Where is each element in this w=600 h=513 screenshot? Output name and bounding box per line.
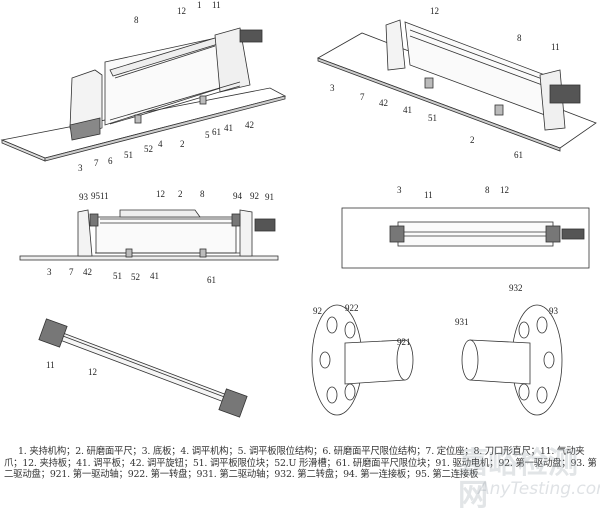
part-label: 1 [197,0,202,10]
part-label: 3 [47,267,52,277]
part-label: 61 [514,150,523,160]
part-label: 11 [46,360,55,370]
watermark-en: AnyTesting.com [478,479,600,499]
part-label: 42 [83,267,92,277]
part-label: 7 [360,92,365,102]
figure-caption: 1. 夹持机构；2. 研磨面平尺；3. 底板；4. 调平机构；5. 调平板限位结… [4,446,597,481]
part-label: 12 [177,6,186,16]
part-label: 8 [200,189,205,199]
part-label: 92 [250,191,259,201]
part-label: 42 [379,98,388,108]
part-label: 5 [205,130,210,140]
part-label: 12 [500,185,509,195]
part-label: 932 [509,283,523,293]
part-label: 91 [265,192,274,202]
part-label: 3 [397,185,402,195]
part-label: 11 [551,42,560,52]
part-label: 921 [397,337,411,347]
part-label: 8 [485,185,490,195]
part-label: 52 [144,144,153,154]
part-label: 931 [455,317,469,327]
part-label: 4 [158,139,163,149]
part-label: 51 [124,150,133,160]
part-label: 41 [403,105,412,115]
part-label: 95 [91,191,100,201]
part-label: 7 [69,267,74,277]
technical-drawings [0,19,597,418]
part-label: 11 [424,190,433,200]
part-label: 7 [94,158,99,168]
part-label: 2 [470,135,475,145]
part-label: 51 [113,271,122,281]
part-label: 51 [428,113,437,123]
clamp-assembly-view [38,318,248,418]
part-label: 11 [100,191,109,201]
drive-discs-view [311,304,563,416]
part-label: 94 [233,191,242,201]
front-view [19,209,279,261]
part-label: 12 [156,189,165,199]
part-label: 41 [150,271,159,281]
part-label: 3 [330,83,335,93]
watermark-cn: 嘉峪检测网 [458,446,578,513]
iso-front-view [0,27,287,162]
part-label: 12 [88,367,97,377]
part-label: 52 [131,272,140,282]
part-label: 11 [212,0,221,10]
part-label: 8 [517,33,522,43]
part-label: 2 [178,189,183,199]
part-label: 42 [245,120,254,130]
part-label: 93 [549,306,558,316]
part-label: 92 [313,306,322,316]
part-label: 6 [108,156,113,166]
top-view [341,207,590,269]
part-label: 61 [212,127,221,137]
part-label: 8 [134,15,139,25]
part-label: 922 [345,303,359,313]
part-label: 12 [430,6,439,16]
part-label: 41 [224,123,233,133]
iso-rear-view [317,19,597,152]
part-label: 3 [78,163,83,173]
part-label: 93 [79,192,88,202]
part-label: 2 [180,139,185,149]
part-label: 61 [207,275,216,285]
